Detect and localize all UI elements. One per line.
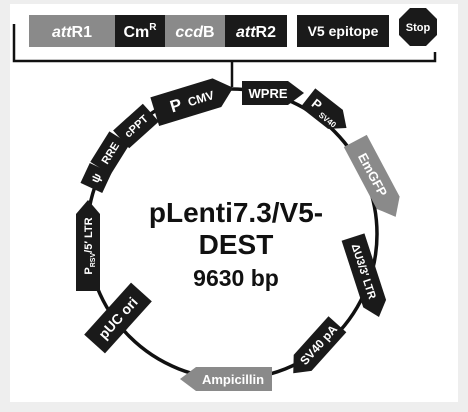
ampicillin-arrow [180,367,272,391]
cassette-bracket [12,24,437,63]
v5-epitope-segment [297,15,389,47]
plasmid-name-line1: pLenti7.3/V5- [149,197,323,228]
plasmid-name-line2: DEST [199,229,274,260]
wpre-label: WPRE [249,86,288,101]
attr2-segment [225,15,287,47]
attr1-label: attR1 [52,24,92,41]
rre-box: RRE [90,131,130,175]
v5-epitope-label: V5 epitope [308,23,379,39]
stop-octagon-icon [399,8,437,46]
prsv-ltr-arrow: PRSV/5′ LTR [76,200,100,291]
ccdb-label: ccdB [175,24,214,41]
attr2-label: attR2 [236,24,276,41]
cmr-label: CmR [123,22,157,41]
ampicillin-label: Ampicillin [202,372,264,387]
pcmv-label-p: P [168,95,184,116]
plasmid-size: 9630 bp [193,265,279,291]
attr1-segment [29,15,115,47]
ccdb-segment [165,15,225,47]
psi-box: ψ [80,162,112,194]
wpre-arrow [242,81,304,105]
cmr-segment [115,15,165,47]
prsv-ltr-label: PRSV/5′ LTR [83,217,97,274]
pcmv-arrow: P CMV [150,78,234,127]
stop-label: Stop [406,22,431,34]
